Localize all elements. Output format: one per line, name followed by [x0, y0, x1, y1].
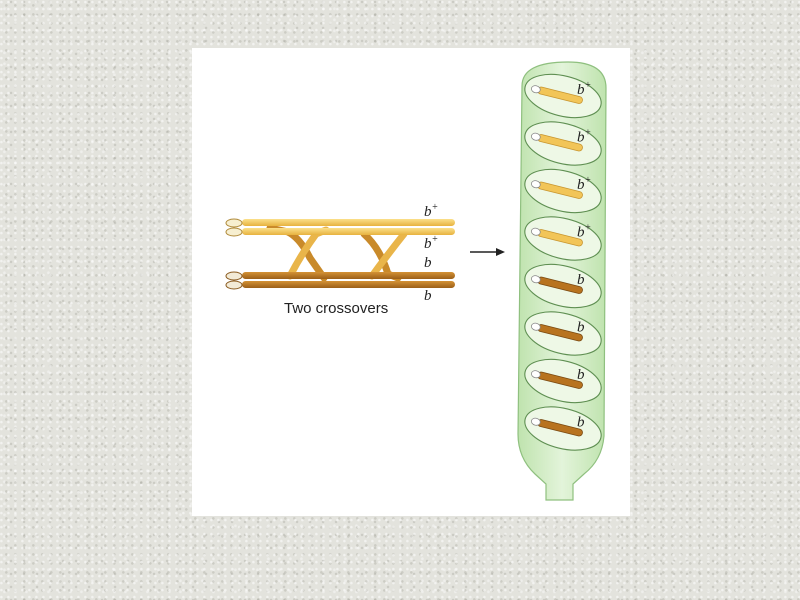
chromatid-label: b+	[424, 202, 438, 220]
chromatid-b-2	[242, 281, 455, 288]
chromatid-b-1	[242, 272, 455, 279]
spore-label: b	[577, 367, 585, 383]
crossover-strands	[270, 228, 404, 278]
chromatid-label: b	[424, 255, 432, 271]
chromatid-bplus-2	[242, 228, 455, 235]
spore-label: b	[577, 415, 585, 431]
spore-label: b	[577, 272, 585, 288]
chromatid-label: b+	[424, 234, 438, 252]
centromere-top	[226, 219, 242, 236]
diagram-caption: Two crossovers	[284, 300, 388, 317]
centromere-bottom	[226, 272, 242, 289]
chromatid-tetrad: b+ b+ b b Two crossovers	[226, 202, 455, 317]
chromatid-label: b	[424, 288, 432, 304]
crossover-strand	[364, 234, 398, 278]
spore-label: b	[577, 320, 585, 336]
arrow-icon	[470, 248, 505, 256]
chromatid-bplus-1	[242, 219, 455, 226]
